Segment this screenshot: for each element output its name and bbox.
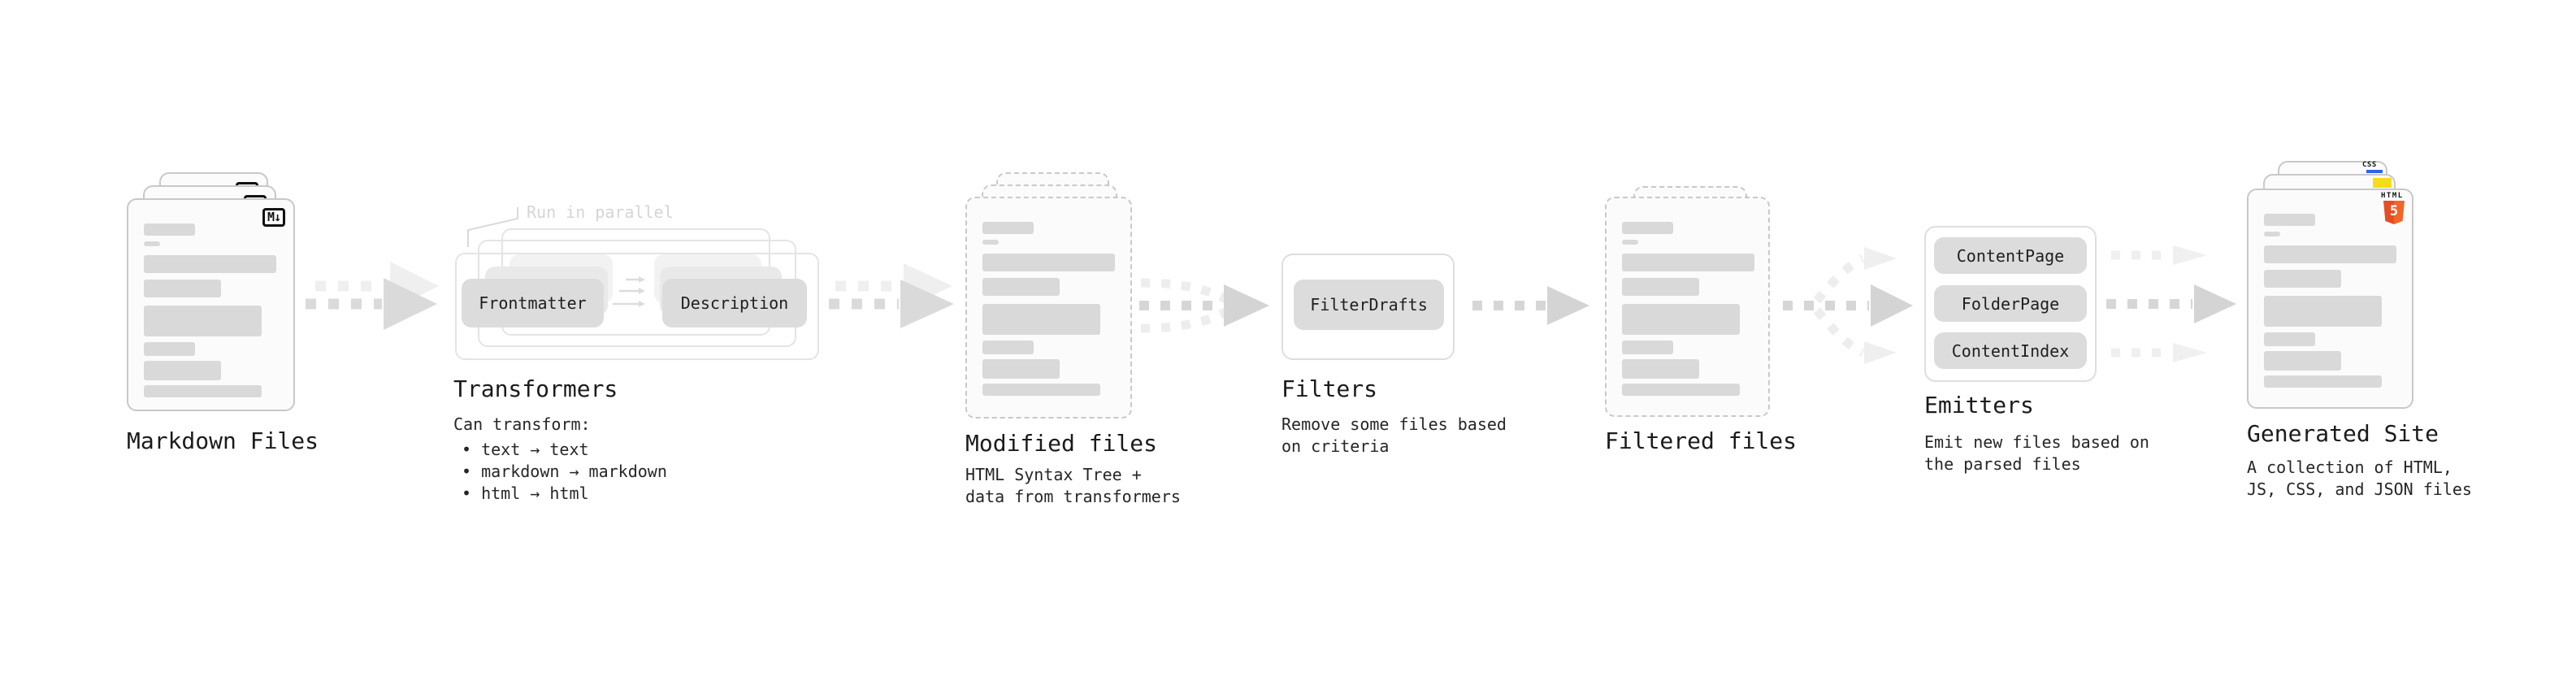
stage-description-transformers: Can transform: (453, 414, 591, 434)
content-line (144, 342, 195, 356)
content-line (144, 361, 221, 380)
file-content-placeholder (1622, 222, 1754, 396)
content-line (2264, 332, 2315, 346)
content-line (2264, 351, 2341, 371)
html5-icon-number: 5 (2389, 203, 2399, 219)
content-line (982, 359, 1060, 379)
flow-arrow-modified-to-filters-merge (1139, 278, 1269, 333)
stage-description-generated-site: A collection of HTML, JS, CSS, and JSON … (2247, 458, 2472, 499)
stage-description-emitters: Emit new files based on the parsed files (1924, 432, 2149, 474)
content-line (2264, 245, 2396, 263)
content-line (982, 304, 1100, 335)
transform-bullet-markdown: • markdown → markdown (462, 462, 667, 481)
transform-step-arrows (613, 276, 645, 307)
stage-label-emitters: Emitters (1924, 392, 2034, 419)
transform-bullet-html: • html → html (462, 484, 589, 503)
stage-label-filtered-files: Filtered files (1605, 427, 1798, 454)
html5-icon-label: HTML (2381, 192, 2404, 200)
flow-arrow-emitters-to-site (2106, 245, 2236, 362)
filter-box-filterdrafts: FilterDrafts (1294, 280, 1444, 330)
markdown-icon: M↓ (262, 208, 285, 227)
site-file-card-html (2247, 189, 2413, 409)
transformer-container-front (455, 253, 819, 360)
flow-arrow-filters-to-filtered (1472, 286, 1589, 325)
content-line (1622, 254, 1754, 271)
content-line (144, 255, 276, 273)
js-file-icon (2373, 178, 2392, 188)
transformer-result-box: Description (662, 279, 807, 327)
css-file-icon-bar (2366, 170, 2383, 173)
run-in-parallel-callout-line (467, 207, 518, 247)
file-content-placeholder (982, 222, 1115, 396)
content-line (1622, 384, 1740, 396)
content-line (1622, 304, 1740, 335)
file-content-placeholder (2264, 214, 2396, 388)
content-line (982, 254, 1115, 271)
content-line (144, 385, 262, 397)
filtered-file-card-front (1605, 197, 1770, 417)
content-line (2264, 232, 2280, 236)
flow-arrow-transformers-to-modified (829, 263, 954, 328)
emitter-box-contentindex: ContentIndex (1934, 332, 2087, 369)
stage-label-filters: Filters (1281, 375, 1378, 402)
stage-label-modified-files: Modified files (965, 430, 1158, 457)
css-file-icon: CSS (2362, 161, 2377, 169)
content-line (2264, 375, 2382, 388)
stage-label-transformers: Transformers (453, 375, 618, 402)
stage-description-modified-files: HTML Syntax Tree + data from transformer… (965, 465, 1181, 506)
transform-bullet-text: • text → text (462, 440, 589, 459)
content-line (982, 278, 1060, 296)
flow-arrow-filtered-to-emitters-fanout (1783, 247, 1913, 364)
content-line (1622, 240, 1638, 245)
content-line (144, 306, 262, 336)
flow-arrow-markdown-to-transformers (306, 262, 439, 330)
markdown-file-card-front: M↓ (127, 198, 295, 411)
content-line (2264, 296, 2382, 327)
content-line (144, 280, 221, 297)
content-line (982, 240, 999, 245)
content-line (144, 241, 160, 246)
content-line (2264, 214, 2315, 226)
stage-label-markdown-files: Markdown Files (127, 427, 319, 454)
content-line (1622, 278, 1699, 296)
emitter-box-folderpage: FolderPage (1934, 285, 2087, 322)
content-line (982, 340, 1034, 354)
content-line (2264, 270, 2341, 288)
content-line (144, 223, 195, 236)
emitter-box-contentpage: ContentPage (1934, 237, 2087, 274)
run-in-parallel-note: Run in parallel (527, 202, 674, 222)
transformer-source-box: Frontmatter (462, 279, 604, 327)
content-line (982, 384, 1100, 396)
stage-label-generated-site: Generated Site (2247, 420, 2439, 447)
content-line (982, 222, 1034, 234)
content-line (1622, 340, 1673, 354)
stage-description-filters: Remove some files based on criteria (1281, 414, 1507, 456)
html5-icon: 5 (2383, 201, 2405, 224)
content-line (1622, 222, 1673, 234)
modified-file-card-front (965, 197, 1132, 419)
content-line (1622, 359, 1699, 379)
file-content-placeholder (144, 223, 276, 397)
